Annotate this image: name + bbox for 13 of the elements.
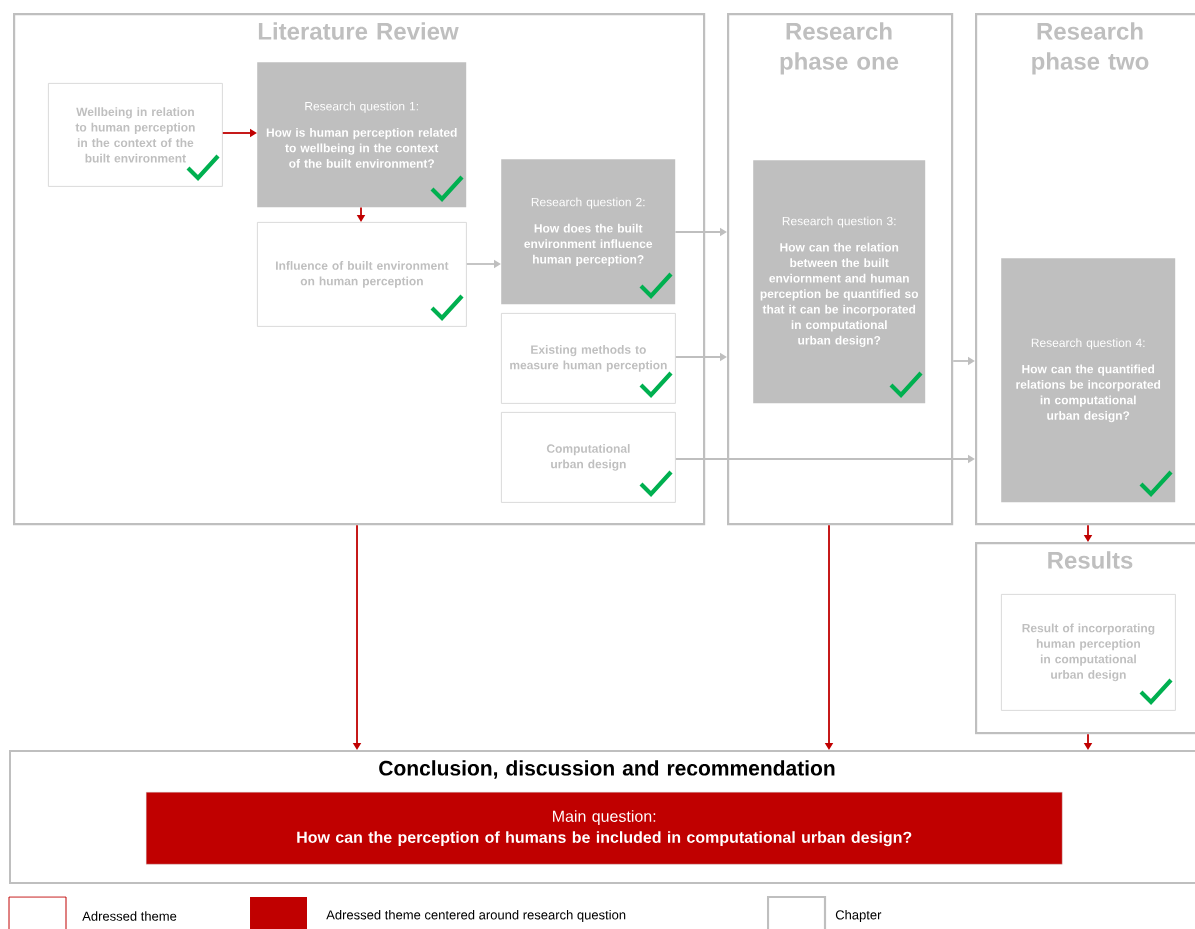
main-question-box: Main question: How can the perception of humans be included in computational urban design?: [146, 792, 1063, 865]
research-question-box: Research question 3: How can the relation between the built enviornment and human perception be quantified so that it can be incorporated in computational urban design?: [753, 160, 926, 404]
legend-label: Chapter: [835, 909, 882, 923]
research-question-box: Research question 4: How can the quantified relations be incorporated in computational urban design?: [1001, 258, 1176, 503]
theme-box: Computational urban design: [501, 412, 676, 503]
research-question-box: Research question 1: How is human perception related to wellbeing in the context of the built environment?: [257, 62, 467, 208]
theme-box: Wellbeing in relation to human perception in the context of the built environment: [48, 83, 223, 187]
research-question-box: Research question 2: How does the built environment influence human perception?: [501, 159, 676, 305]
theme-box: Existing methods to measure human perception: [501, 313, 676, 404]
theme-box: Result of incorporating human perception in computational urban design: [1001, 594, 1176, 711]
theme-box: Influence of built environment on human perception: [257, 222, 467, 327]
legend-label: Adressed theme centered around research question: [326, 909, 626, 923]
legend-label: Adressed theme: [82, 911, 177, 921]
